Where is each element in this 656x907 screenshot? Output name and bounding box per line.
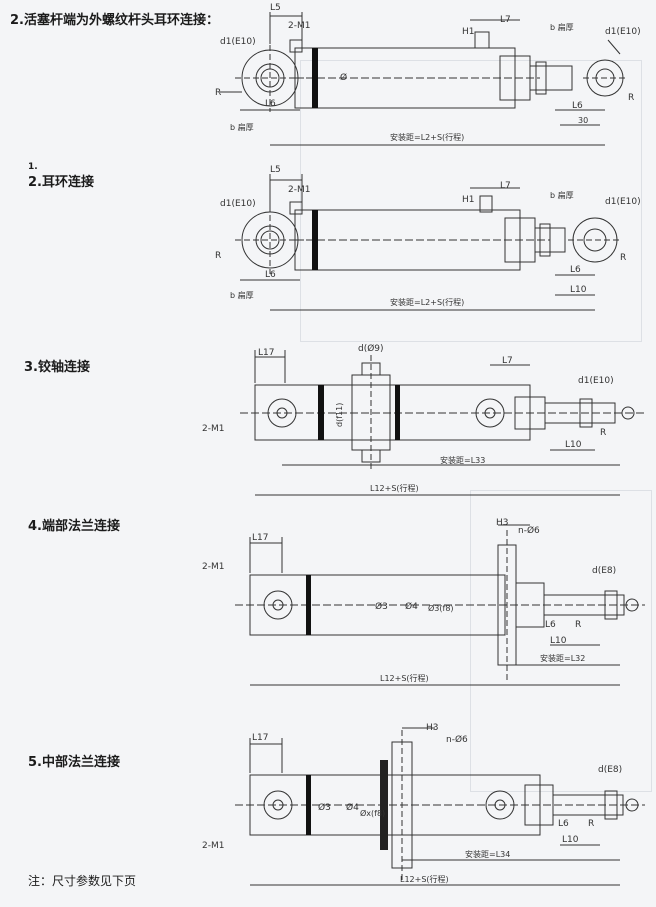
label-L10-4: L10 [550, 636, 567, 646]
label-l12s-3: L12+S(行程) [370, 483, 419, 493]
label-d1-2r: d1(E10) [605, 197, 641, 207]
drawing-5-mid-flange: L17 2-M1 Ø3 Ø4 Øx(f8) H3 n-Ø6 d(E8) L6 R… [202, 723, 645, 886]
seal-band [312, 48, 318, 108]
label-R-5: R [588, 819, 594, 829]
label-d9: d(Ø9) [358, 343, 384, 354]
label-L17-4: L17 [252, 533, 268, 543]
label-df11: d(f11) [335, 403, 344, 427]
label-L17-5: L17 [252, 733, 268, 743]
label-b-thick-2: b 扁厚 [230, 290, 254, 300]
label-30: 30 [578, 116, 588, 125]
label-phi: Ø [340, 72, 347, 83]
label-R-2r: R [620, 253, 626, 263]
label-mount-l2-2: 安装距=L2+S(行程) [390, 297, 464, 307]
label-L17-3: L17 [258, 348, 274, 358]
label-d4-5: Ø4 [346, 802, 359, 813]
label-nphi6-4: n-Ø6 [518, 525, 540, 536]
label-R-2: R [215, 251, 221, 261]
label-dE8-4: d(E8) [592, 566, 616, 576]
label-L6-2r: L6 [570, 265, 581, 275]
label-dE10-3: d1(E10) [578, 376, 614, 386]
heading-section-5: 5.中部法兰连接 [28, 755, 120, 770]
label-d3-4: Ø3 [375, 601, 388, 612]
label-d3-5: Ø3 [318, 802, 331, 813]
label-L10-2: L10 [570, 285, 587, 295]
label-R: R [215, 88, 221, 98]
label-L7-2: L7 [500, 181, 511, 191]
label-2m1-3: 2-M1 [202, 424, 224, 434]
label-R-right: R [628, 93, 634, 103]
label-mount-l32: 安装距=L32 [540, 653, 585, 663]
label-nphi6-5: n-Ø6 [446, 734, 468, 745]
drawing-1-rod-ear: L5 2-M1 d1(E10) R L6 b 扁厚 L7 H1 b 扁厚 d1(… [215, 3, 641, 146]
label-b-thick-2r: b 扁厚 [550, 190, 574, 200]
footnote: 注：尺寸参数见下页 [28, 874, 137, 888]
label-L5-2: L5 [270, 165, 281, 175]
label-L7-3: L7 [502, 356, 513, 366]
label-L6-right: L6 [572, 101, 583, 111]
label-d1-right: d1(E10) [605, 27, 641, 37]
label-L7: L7 [500, 15, 511, 25]
drawing-4-end-flange: L17 2-M1 Ø3 Ø4 Ø3(f8) H3 n-Ø6 d(E8) L6 R… [202, 518, 645, 686]
background-bleed-2 [470, 490, 652, 792]
label-H1-2: H1 [462, 195, 475, 205]
label-L6: L6 [265, 99, 276, 109]
label-L10-5: L10 [562, 835, 579, 845]
label-2m1: 2-M1 [288, 21, 310, 31]
label-dE8-5: d(E8) [598, 765, 622, 775]
label-L6-4: L6 [545, 620, 556, 630]
label-2m1-5: 2-M1 [202, 841, 224, 851]
label-H1: H1 [462, 27, 475, 37]
port-right [474, 31, 490, 49]
heading-section-3: 3.铰轴连接 [24, 360, 90, 375]
label-mount-l2: 安装距=L2+S(行程) [390, 132, 464, 142]
piston-rod [529, 65, 573, 91]
heading-section-2b: 2.耳环连接 [28, 175, 94, 190]
label-2m1-4: 2-M1 [202, 562, 224, 572]
label-R-4: R [575, 620, 581, 630]
heading-section-4: 4.端部法兰连接 [28, 519, 120, 534]
label-H3-5: H3 [426, 723, 439, 733]
label-b-thick: b 扁厚 [230, 122, 254, 132]
drawing-2-ear-ring: L5 2-M1 d1(E10) R L6 b 扁厚 L7 H1 b 扁厚 d1(… [215, 165, 641, 311]
label-L6-2: L6 [265, 270, 276, 280]
label-L10-3: L10 [565, 440, 582, 450]
label-dx-5: Øx(f8) [360, 808, 385, 818]
label-L5: L5 [270, 3, 281, 13]
label-d1-2: d1(E10) [220, 199, 256, 209]
label-d4-4: Ø4 [405, 601, 418, 612]
label-H3-4: H3 [496, 518, 509, 528]
port-left [289, 39, 303, 53]
label-mount-l33: 安装距=L33 [440, 455, 485, 465]
label-l12s-4: L12+S(行程) [380, 673, 429, 683]
drawing-3-trunnion: L17 2-M1 d(Ø9) d(f11) L7 d1(E10) R L10 安… [202, 343, 645, 496]
label-b-thick-right: b 扁厚 [550, 22, 574, 32]
background-bleed [300, 60, 642, 342]
label-2m1-2: 2-M1 [288, 185, 310, 195]
heading-section-2b-prefix: 1. [28, 162, 38, 172]
label-L6-5: L6 [558, 819, 569, 829]
label-l12s-5: L12+S(行程) [400, 874, 449, 884]
heading-section-2a: 2.活塞杆端为外螺纹杆头耳环连接： [10, 13, 219, 28]
label-R-3: R [600, 428, 606, 438]
label-d3f8-4: Ø3(f8) [428, 603, 454, 613]
label-mount-l34: 安装距=L34 [465, 849, 510, 859]
label-d1: d1(E10) [220, 37, 256, 47]
